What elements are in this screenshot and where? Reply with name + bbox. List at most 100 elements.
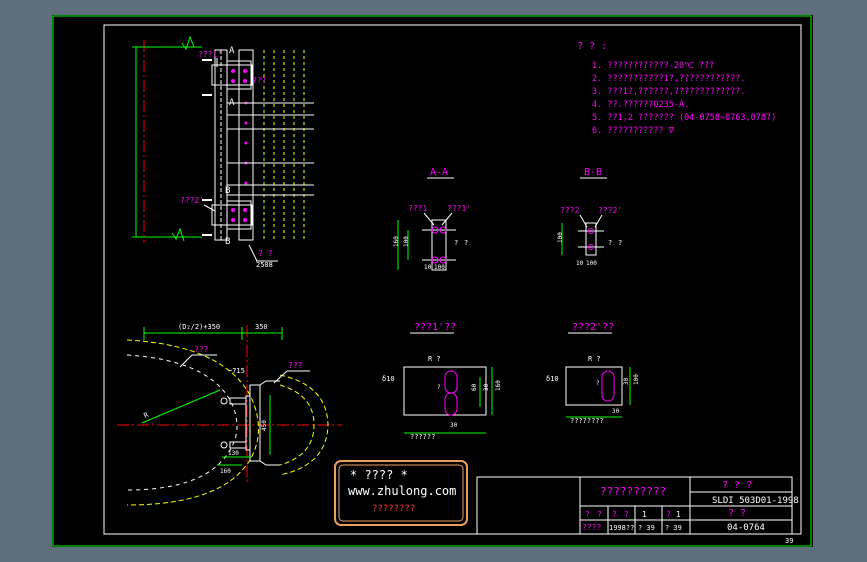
detail2-dim-b: 100 [633, 374, 640, 385]
bracket-b [211, 204, 253, 226]
detail1-dim-f: ?????? [410, 433, 435, 441]
vessel-outline [126, 339, 259, 506]
section-aa-pipe [431, 219, 447, 271]
section-bb-dim-5: 100 [586, 260, 597, 267]
section-aa-dim-2: 100 [403, 236, 410, 247]
vertical-pipe [214, 49, 228, 241]
section-b-mark-top: B [225, 186, 230, 196]
drawing-sheet: A A B B ???1' ??? ???2' ? ? 2508 ? ? : 1… [52, 15, 813, 547]
title-block-title: ?????????? [600, 485, 666, 498]
detail-1: ???1'?? δ10 R ? 30 60 160 ? 30 ?????? [382, 322, 502, 441]
plan-label-pipe: ??? [194, 345, 209, 354]
note-5: 5. ??1,2 ??????? (04-0758~0763,0787) [592, 113, 776, 123]
section-a-mark-top: A [229, 46, 235, 56]
tb-label-3: ? [624, 510, 629, 519]
section-bb-label-right: ???2' [598, 206, 622, 215]
section-bb-dim-3: ? [618, 239, 622, 247]
plan-view: R (D₂/2)+350 350 ??? ??? ~715 450 130 16… [117, 323, 342, 506]
section-aa-title: A-A [430, 167, 448, 178]
tb-label-4: 1 [642, 510, 647, 519]
detail1-dim-c: 160 [495, 380, 502, 391]
title-block-code: SLDI 503D01-1998 [712, 496, 799, 506]
detail1-dim-b: 60 [471, 383, 478, 391]
tb-label-6: 1 [676, 510, 681, 519]
detail2-slot [601, 370, 615, 402]
elevation-dim-label: ? ? [258, 249, 273, 258]
steel-channel [238, 49, 254, 241]
plan-dim-top2: 350 [255, 323, 268, 331]
elevation-view: A A B B ???1' ??? ???2' ? ? 2508 [132, 35, 314, 269]
detail2-dim-d: 30 [612, 408, 620, 415]
elevation-label-plate: ??? [252, 76, 267, 85]
detail1-dim-e: 30 [450, 422, 458, 429]
plan-dim-side: 450 [261, 420, 268, 431]
section-aa: A-A ???1 ???1' 160 100 ? ? 10 100 [393, 167, 471, 271]
section-bb-label-left: ???2 [560, 206, 579, 215]
detail1-thickness: δ10 [382, 375, 395, 383]
elevation-label-part2: ???2' [180, 196, 204, 205]
tb-value-3: ? 39 [665, 524, 682, 532]
stamp-line3: ???????? [372, 504, 415, 514]
plan-ladder [249, 384, 261, 462]
section-bb-dim-4: 10 [576, 260, 584, 267]
stamp-line1: * ???? * [350, 468, 408, 482]
notes-block: ? ? : 1. ????????????-20℃ ??? 2. ???????… [577, 41, 776, 136]
section-aa-label-right: ???1' [447, 204, 471, 213]
section-aa-dim-1: 160 [393, 236, 400, 247]
tb-value-2: ? 39 [638, 524, 655, 532]
title-block-drawing-no: 04-0764 [727, 523, 765, 533]
detail1-title: ???1'?? [414, 322, 456, 333]
section-bb: B-B ???2 ???2' 100 ? ? 10 100 [557, 167, 622, 267]
tb-label-1: ? [597, 510, 602, 519]
watermark-stamp: * ???? * www.zhulong.com ???????? [334, 460, 468, 526]
platform-outline [279, 374, 329, 476]
note-2: 2. ???????????1?,????????????. [592, 74, 746, 84]
note-3: 3. ???1?,??????,?????????????. [592, 87, 746, 97]
tb-value-1: 1998?? [609, 524, 634, 532]
cad-drawing: A A B B ???1' ??? ???2' ? ? 2508 ? ? : 1… [52, 15, 812, 547]
plan-radius-label: R [143, 411, 151, 420]
detail1-plate [403, 366, 487, 416]
plan-dim-bot1: 130 [228, 450, 239, 457]
section-bb-dim-1: 100 [557, 232, 564, 243]
section-bb-title: B-B [584, 167, 602, 178]
title-block [476, 476, 793, 535]
detail-2: ???2'?? δ10 R ? 30 100 ? 30 ???????? [546, 322, 640, 425]
detail2-dim-e: ???????? [570, 417, 604, 425]
note-1: 1. ????????????-20℃ ??? [592, 61, 714, 71]
outer-frame [52, 15, 812, 547]
elevation-label-part1: ???1' [198, 50, 222, 59]
plan-dim-bot2: 160 [220, 468, 231, 475]
tb-label-2: ? [612, 510, 617, 519]
plan-dim-small: ~715 [228, 367, 245, 375]
plan-bracket-top [229, 397, 247, 405]
detail1-slot-top [444, 370, 458, 394]
section-aa-dim-3: ? [454, 239, 458, 247]
stamp-line2: www.zhulong.com [348, 484, 456, 498]
inner-frame [103, 24, 802, 535]
title-block-sub-header: ? ? [728, 508, 746, 519]
tb-label-0: ? [585, 510, 590, 519]
detail2-dim-c: ? [596, 380, 600, 387]
section-aa-label-left: ???1 [408, 204, 427, 213]
detail1-dim-r: R ? [428, 355, 441, 363]
detail2-thickness: δ10 [546, 375, 559, 383]
detail2-dim-a: 30 [623, 377, 630, 385]
bracket-a [211, 64, 253, 86]
plan-radius-line [141, 389, 221, 424]
notes-heading: ? ? : [577, 41, 607, 52]
section-bb-pipe [585, 222, 597, 256]
detail2-title: ???2'?? [572, 322, 614, 333]
detail1-dim-a: 30 [483, 383, 490, 391]
plan-label-right: ??? [288, 361, 303, 370]
page-number: 39 [785, 537, 793, 545]
note-4: 4. ??.??????Q235-A. [592, 100, 689, 110]
section-aa-dim-4: ? [464, 239, 468, 247]
plan-dim-top1: (D₂/2)+350 [178, 323, 220, 331]
detail1-dim-d: ? [437, 384, 441, 391]
tb-label-5: ? [666, 510, 671, 519]
elevation-dim-value: 2508 [256, 261, 273, 269]
detail2-dim-r: R ? [588, 355, 601, 363]
section-b-mark-bottom: B [225, 237, 230, 247]
section-bb-dim-2: ? [608, 239, 612, 247]
